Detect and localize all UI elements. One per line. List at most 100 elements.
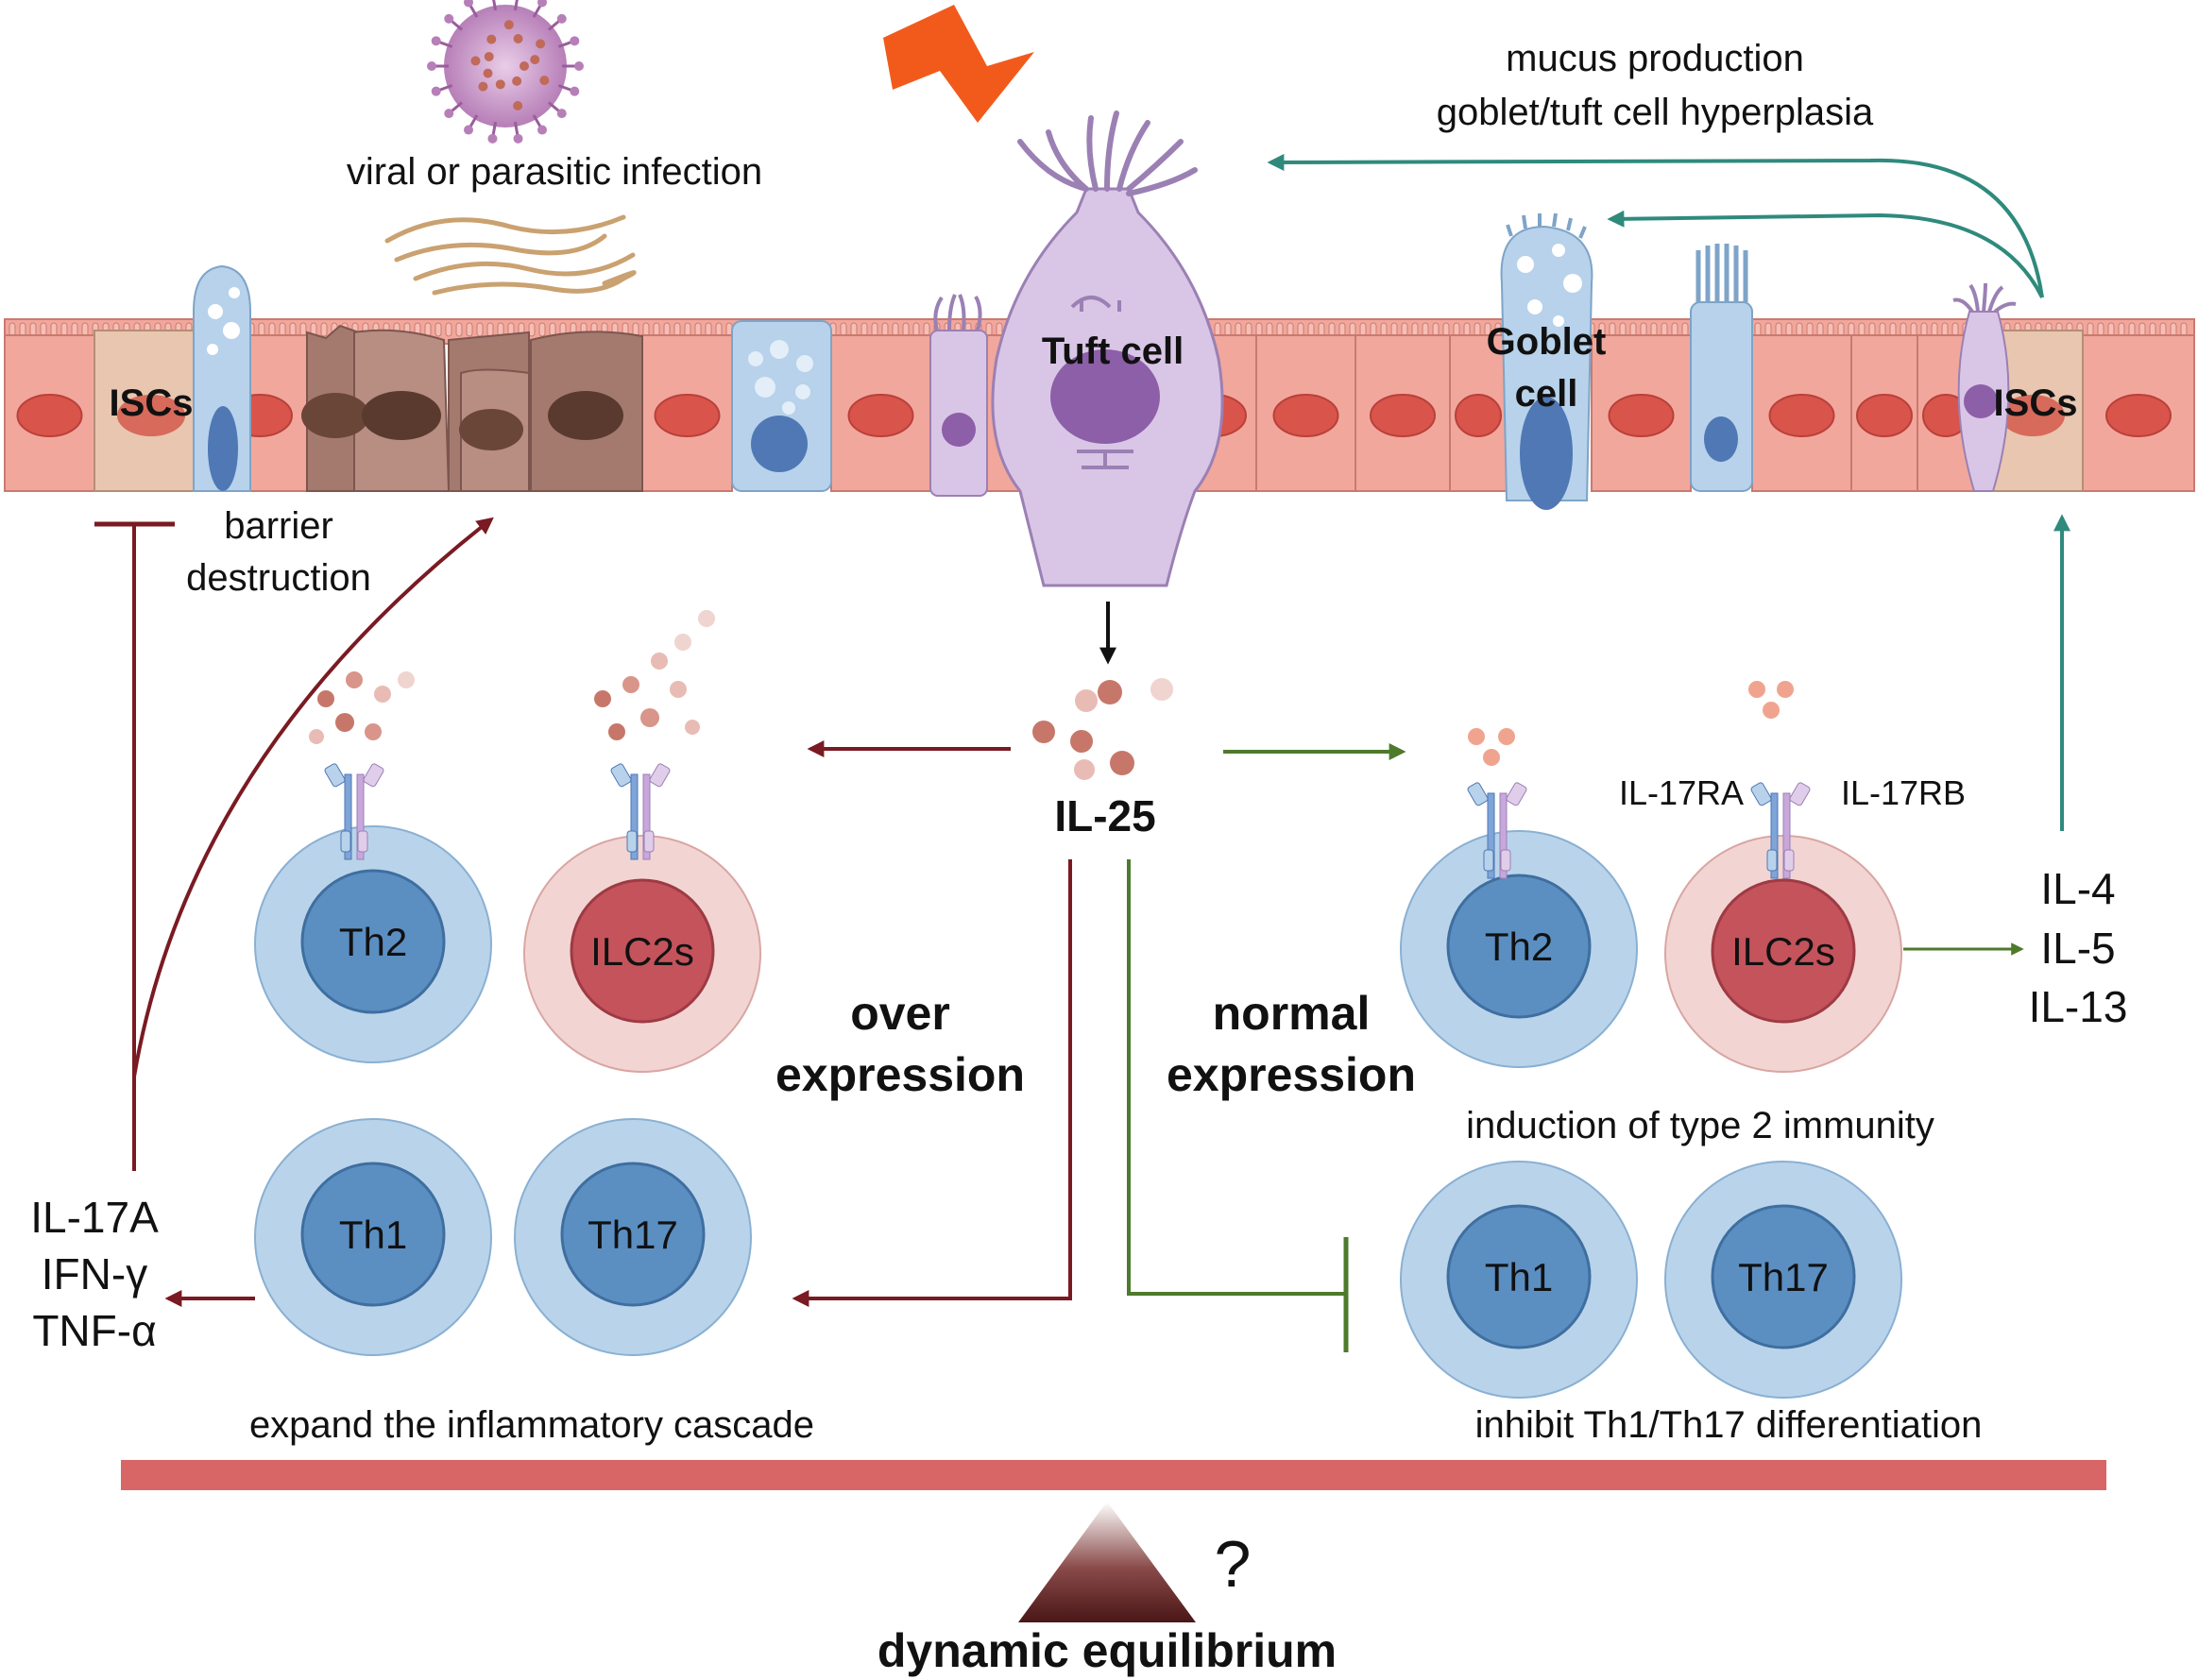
microvillus [653, 322, 660, 337]
il25-ligand [1748, 681, 1765, 698]
virus-spike-tip [431, 36, 441, 46]
il25-molecule [1032, 721, 1055, 743]
microvillus [2107, 322, 2115, 337]
microvillus [1900, 322, 1907, 337]
normal-expression-label: expression [1167, 1048, 1416, 1101]
goblet-cell-left [193, 264, 251, 492]
microvillus [2097, 322, 2104, 337]
virus-spike-tip [574, 61, 584, 71]
microvillus [1411, 322, 1419, 337]
over-expression-label: expression [775, 1048, 1025, 1101]
microvillus [1422, 322, 1429, 337]
left-th1-cell: Th1 [254, 1118, 492, 1356]
virus-spike-tip [464, 0, 473, 8]
left-ilc2-cell-nucleus [570, 878, 715, 1024]
microvillus [1785, 322, 1793, 337]
normal-label: normal [1213, 987, 1371, 1040]
epithelial-layer [4, 212, 2195, 510]
il17ra-chain [1770, 792, 1779, 879]
virus-dot [536, 39, 546, 49]
il25-ligand [374, 686, 391, 703]
microvillus [642, 322, 650, 337]
microvillus [1224, 322, 1232, 337]
microvillus [2138, 322, 2146, 337]
virus-spike-tip [444, 109, 454, 119]
feedback-arrow-mucus [1267, 153, 2044, 298]
microvillus [1474, 322, 1481, 337]
microvillus [1858, 322, 1866, 337]
virus-spike-tip [537, 0, 547, 8]
il17ra-domain [1467, 782, 1489, 806]
microvillus [19, 322, 26, 337]
virus-spike-tip [431, 86, 441, 96]
microvillus [40, 322, 47, 337]
hyperplasia-label: goblet/tuft cell hyperplasia [1437, 92, 1874, 133]
il25-ligand [651, 653, 668, 670]
columnar-cell [1690, 244, 1753, 492]
microvillus [1245, 322, 1252, 337]
microvillus [1629, 322, 1637, 337]
microvillus [424, 322, 432, 337]
il17-receptor-complex [1748, 681, 1811, 879]
microvillus [279, 322, 286, 337]
microvillus [1276, 322, 1284, 337]
enterocyte-nucleus [847, 394, 914, 437]
microvillus [1328, 322, 1336, 337]
microvillus [9, 322, 16, 337]
microvillus [892, 322, 899, 337]
left-th2-cell-nucleus [300, 869, 446, 1014]
il17rb-intracellular [643, 830, 655, 853]
microvillus [50, 322, 58, 337]
virus-dot [486, 34, 497, 44]
virus-spike [492, 0, 498, 11]
il17rb-domain [649, 763, 671, 788]
left-th1-cell-nucleus [300, 1162, 446, 1307]
il25-molecule [1075, 689, 1098, 712]
microvillus [1754, 322, 1762, 337]
left-th1-cell-label: Th1 [339, 1213, 407, 1257]
microvillus [60, 322, 68, 337]
virus-spike-tip [537, 125, 547, 135]
il17ra-chain [1487, 792, 1495, 879]
right-th2-cell-nucleus [1446, 874, 1592, 1019]
il17rb-chain [1499, 792, 1508, 879]
barrier-label: barrier [224, 505, 333, 547]
il25-molecules [1032, 678, 1173, 780]
microvillus [1671, 322, 1678, 337]
il17ra-chain [344, 773, 352, 860]
left-th2-cell: Th2 [254, 825, 492, 1063]
microvillus [1235, 322, 1242, 337]
enterocyte-nucleus [2105, 394, 2172, 437]
virus-dot [512, 76, 522, 86]
microvillus [1879, 322, 1886, 337]
microvillus [1910, 322, 1917, 337]
microvillus [1619, 322, 1627, 337]
microvillus [1338, 322, 1346, 337]
microvillus [860, 322, 868, 337]
microvillus [1848, 322, 1855, 337]
virus-spike-tip [513, 133, 523, 144]
right-th2-cell-label: Th2 [1485, 925, 1553, 969]
microvillus [881, 322, 889, 337]
il17rb-chain [1782, 792, 1791, 879]
enterocyte-nucleus [1608, 394, 1675, 437]
microvillus [1868, 322, 1876, 337]
microvillus [1359, 322, 1367, 337]
il17rb-intracellular [357, 830, 368, 853]
microvillus [1920, 322, 1928, 337]
right-ilc2-cell: ILC2s [1664, 835, 1902, 1073]
microvillus [1806, 322, 1814, 337]
right-th17-cell-nucleus [1711, 1204, 1856, 1349]
microvillus [1401, 322, 1408, 337]
il17ra-domain [1750, 782, 1772, 806]
il17rb-domain [1506, 782, 1527, 806]
il25-ligand [309, 729, 324, 744]
il25-ligand [335, 713, 354, 732]
enterocyte-nucleus [1856, 394, 1913, 437]
microvillus [2149, 322, 2156, 337]
microvillus [1609, 322, 1616, 337]
enterocyte-nucleus [1455, 394, 1502, 437]
microvillus [912, 322, 920, 337]
il17rb-label: IL-17RB [1841, 773, 1966, 812]
virus-spike [513, 0, 519, 11]
